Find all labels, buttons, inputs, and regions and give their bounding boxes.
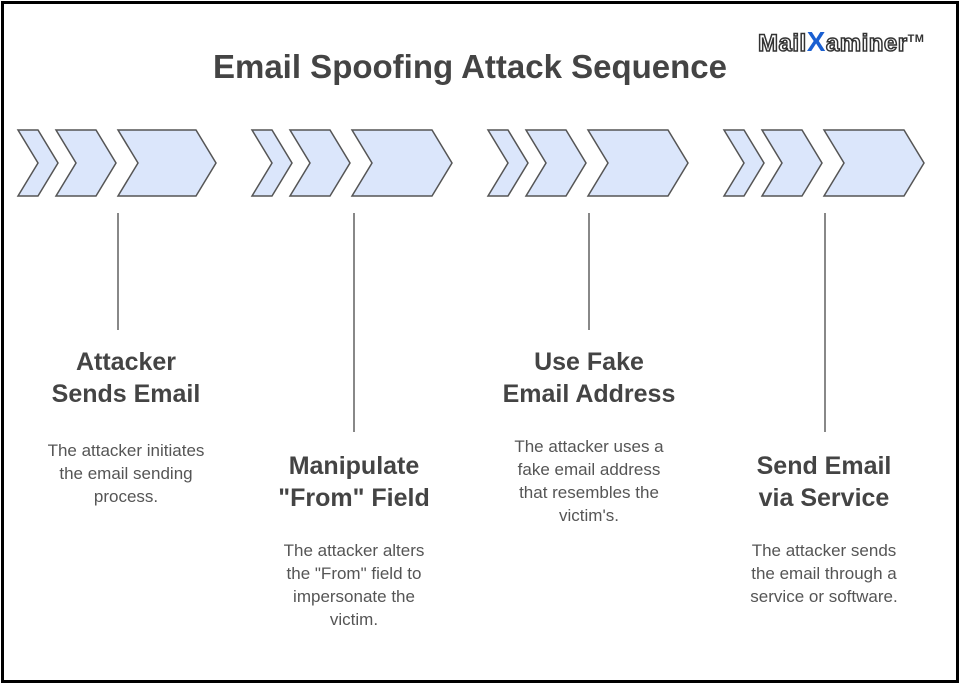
step-1-desc-line-2: the email sending xyxy=(59,464,193,483)
diagram-title: Email Spoofing Attack Sequence xyxy=(212,48,728,85)
step-4-desc-line-1: The attacker sends xyxy=(751,541,897,560)
chevron-small-1a xyxy=(16,129,59,197)
step-4-title-line-2: via Service xyxy=(758,484,890,512)
step-3-description: The attacker uses a fake email address t… xyxy=(479,435,699,527)
step-4-desc-line-3: service or software. xyxy=(750,587,898,606)
step-1-description: The attacker initiates the email sending… xyxy=(16,439,236,508)
step-2-title-line-2: "From" Field xyxy=(278,484,430,512)
chevron-small-3b xyxy=(524,129,587,197)
step-4-desc-line-2: the email through a xyxy=(751,564,897,583)
logo-x-mark: X xyxy=(806,26,826,57)
step-1-desc-line-3: process. xyxy=(93,487,159,506)
step-1-title-line-2: Sends Email xyxy=(51,380,201,408)
step-2-title: Manipulate "From" Field xyxy=(244,450,464,514)
step-1-title-line-1: Attacker xyxy=(75,348,177,376)
chevron-small-4b xyxy=(760,129,823,197)
step-3-title: Use Fake Email Address xyxy=(479,346,699,410)
step-2-desc-line-1: The attacker alters xyxy=(283,541,425,560)
step-1-desc-line-1: The attacker initiates xyxy=(47,441,205,460)
step-3-title-line-2: Email Address xyxy=(502,380,676,408)
chevron-group-4 xyxy=(722,129,925,197)
chevron-small-2a xyxy=(250,129,293,197)
step-2-desc-line-4: victim. xyxy=(329,610,379,629)
chevron-large-1 xyxy=(116,129,217,197)
chevron-small-2b xyxy=(288,129,351,197)
logo-trademark: TM xyxy=(907,33,925,45)
chevron-large-2 xyxy=(350,129,453,197)
step-4-description: The attacker sends the email through a s… xyxy=(714,539,934,608)
step-3-desc-line-1: The attacker uses a xyxy=(514,437,664,456)
chevron-small-1b xyxy=(54,129,117,197)
chevron-group-3 xyxy=(486,129,689,197)
step-2-desc-line-3: impersonate the xyxy=(293,587,415,606)
step-2-desc-line-2: the "From" field to xyxy=(286,564,422,583)
step-3-desc-line-3: that resembles the xyxy=(519,483,659,502)
chevron-large-4 xyxy=(822,129,925,197)
mailxaminer-logo: MailXaminerTM xyxy=(757,26,925,58)
chevron-small-4a xyxy=(722,129,765,197)
chevron-small-3a xyxy=(486,129,529,197)
logo-text-mail: Mail xyxy=(757,29,807,58)
step-3-desc-line-2: fake email address xyxy=(517,460,661,479)
chevron-group-1 xyxy=(16,129,217,197)
chevron-group-2 xyxy=(250,129,453,197)
step-3-title-line-1: Use Fake xyxy=(534,348,644,376)
step-2-description: The attacker alters the "From" field to … xyxy=(244,539,464,631)
step-3-desc-line-4: victim's. xyxy=(559,506,619,525)
step-4-title: Send Email via Service xyxy=(714,450,934,514)
step-2-title-line-1: Manipulate xyxy=(288,452,420,480)
step-4-title-line-1: Send Email xyxy=(756,452,892,480)
step-1-title: Attacker Sends Email xyxy=(16,346,236,410)
chevron-large-3 xyxy=(586,129,689,197)
logo-text-aminer: aminer xyxy=(825,29,908,58)
